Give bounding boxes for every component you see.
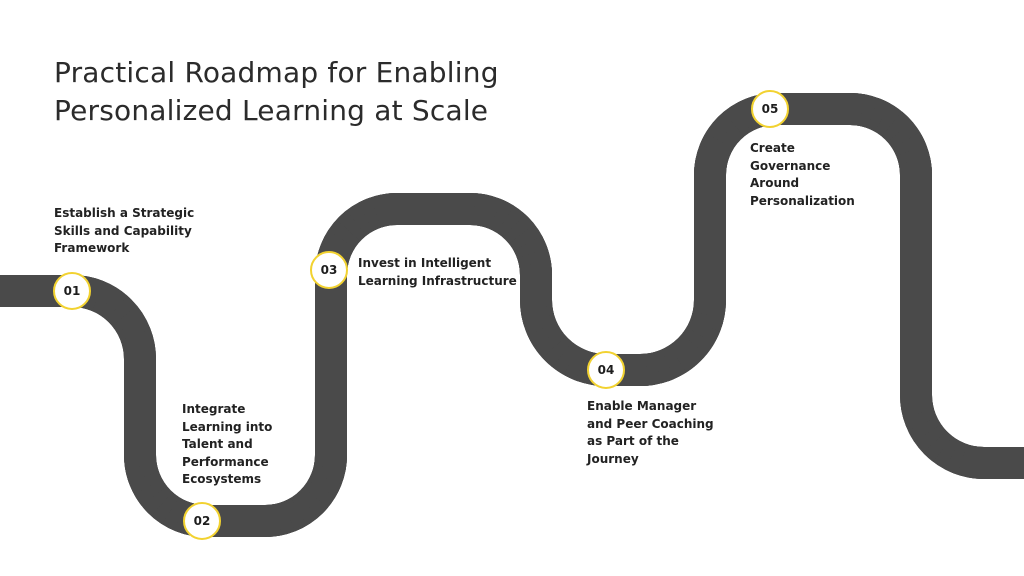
step-label-line: Create: [750, 141, 795, 155]
step-label-line: Journey: [587, 451, 639, 466]
step-marker-01: 01: [53, 272, 91, 310]
step-label-line: Governance: [750, 158, 831, 173]
step-label-03: Invest in Intelligent Learning Infrastru…: [358, 255, 517, 290]
step-marker-04: 04: [587, 351, 625, 389]
step-label-line: Enable Manager: [587, 399, 697, 413]
step-label-line: as Part of the: [587, 434, 679, 448]
step-label-05: Create Governance Around Personalization: [750, 140, 855, 210]
step-label-line: and Peer Coaching: [587, 416, 714, 431]
step-label-01: Establish a Strategic Skills and Capabil…: [54, 205, 194, 258]
step-label-line: Around: [750, 176, 800, 190]
page-title: Practical Roadmap for Enabling Personali…: [54, 54, 499, 130]
step-label-02: Integrate Learning into Talent and Perfo…: [182, 401, 272, 489]
step-label-line: Framework: [54, 241, 130, 255]
step-label-line: Learning into: [182, 419, 273, 434]
title-line-1: Practical Roadmap for Enabling: [54, 56, 499, 89]
step-label-line: Performance: [182, 454, 269, 469]
step-label-line: Integrate: [182, 402, 246, 416]
step-label-04: Enable Manager and Peer Coaching as Part…: [587, 398, 714, 468]
step-label-line: Learning Infrastructure: [358, 273, 517, 288]
title-line-2: Personalized Learning at Scale: [54, 94, 489, 127]
road-surface: [0, 109, 1024, 521]
step-marker-03: 03: [310, 251, 348, 289]
step-marker-02: 02: [183, 502, 221, 540]
step-marker-05: 05: [751, 90, 789, 128]
step-label-line: Personalization: [750, 193, 855, 208]
step-label-line: Establish a Strategic: [54, 206, 195, 220]
step-label-line: Skills and Capability: [54, 223, 192, 238]
step-label-line: Talent and: [182, 437, 253, 451]
step-label-line: Ecosystems: [182, 472, 262, 486]
step-label-line: Invest in Intelligent: [358, 256, 492, 270]
